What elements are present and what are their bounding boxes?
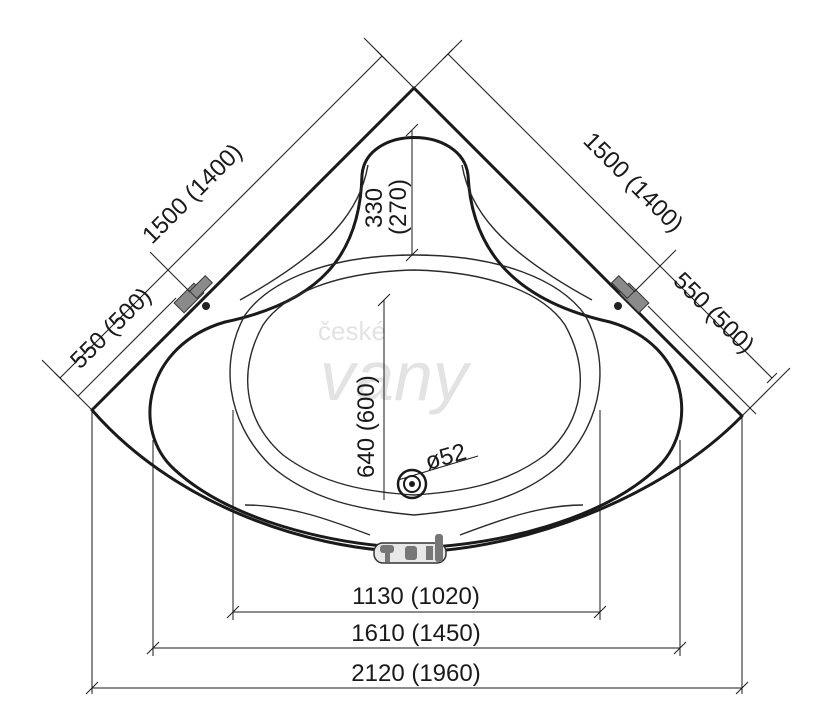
label-width-outer: 2120 (1960)	[351, 660, 480, 687]
basin-contour	[229, 254, 601, 516]
watermark: české vany	[318, 316, 472, 415]
tub-inner-shell	[148, 136, 684, 550]
right-diagonal-dimension	[413, 39, 791, 417]
left-diagonal-dimension	[41, 37, 415, 411]
label-diagonal-right: 1500 (1400)	[578, 127, 689, 238]
faucet-set-icon	[373, 534, 447, 564]
label-neck-depth-alt: (270)	[385, 179, 412, 235]
basin-inner-contour	[247, 269, 581, 496]
watermark-line1: české	[318, 316, 386, 346]
watermark-line2: vany	[320, 337, 472, 415]
label-width-inner: 1130 (1020)	[352, 583, 480, 610]
width-dimensions	[85, 410, 749, 695]
label-basin-depth: 640 (600)	[353, 375, 380, 478]
drain-icon	[396, 468, 428, 500]
seat-contour	[239, 164, 593, 301]
basin-depth-dimension	[377, 293, 391, 500]
right-armrest	[459, 504, 584, 536]
label-neck-depth: 330	[361, 188, 388, 228]
left-armrest	[244, 504, 371, 536]
label-drain-diameter: ø52	[422, 438, 469, 475]
label-width-middle: 1610 (1450)	[351, 620, 480, 647]
right-bracket-icon	[610, 274, 650, 314]
label-short-right: 550 (500)	[668, 267, 760, 359]
left-bracket-icon	[173, 274, 214, 314]
neck-depth-dimension	[405, 123, 419, 262]
label-diagonal-left: 1500 (1400)	[137, 139, 248, 250]
drain-leader	[397, 455, 479, 481]
